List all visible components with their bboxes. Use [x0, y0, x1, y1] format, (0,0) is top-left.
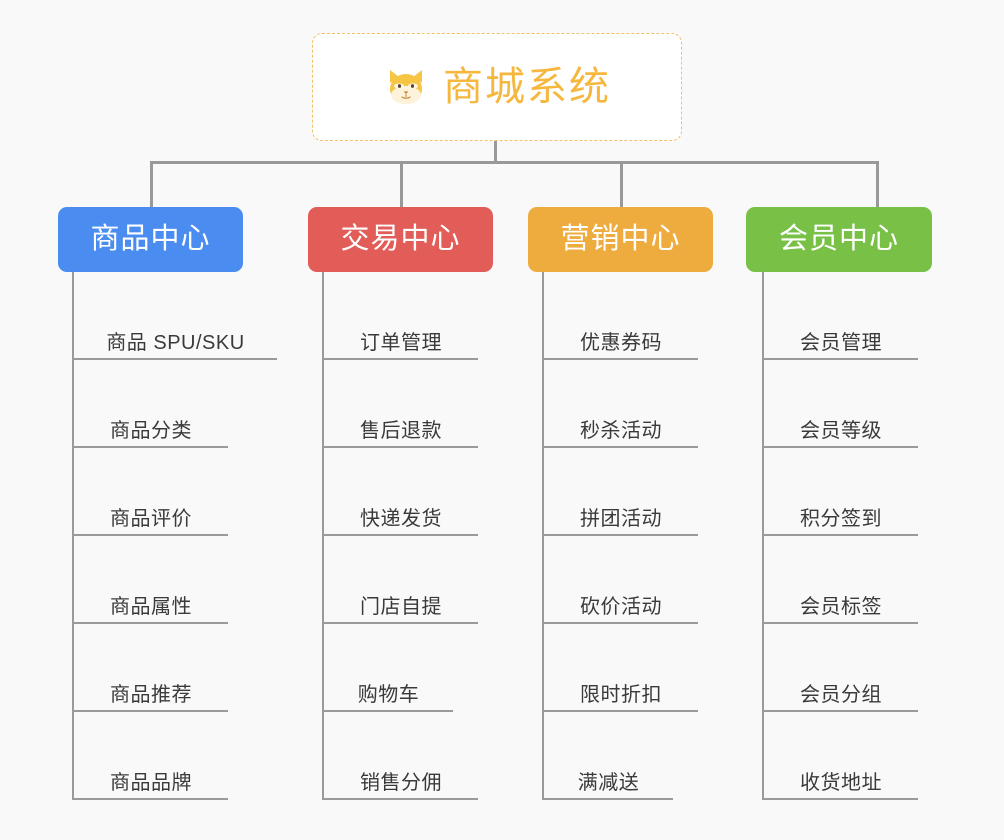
leaf-label: 会员管理	[800, 332, 882, 354]
leaf-label: 商品评价	[110, 508, 192, 530]
leaf-item[interactable]: 商品品牌	[72, 712, 228, 800]
leaf-item[interactable]: 会员标签	[762, 536, 918, 624]
category-label-4: 会员中心	[778, 223, 899, 255]
leaf-label: 售后退款	[360, 420, 442, 442]
leaf-item[interactable]: 会员等级	[762, 360, 918, 448]
category-box-3[interactable]: 营销中心	[528, 207, 713, 272]
leaf-label: 门店自提	[360, 596, 442, 618]
category-label-3: 营销中心	[560, 223, 681, 255]
leaf-item[interactable]: 门店自提	[322, 536, 478, 624]
leaf-item[interactable]: 售后退款	[322, 360, 478, 448]
root-node-mall-system[interactable]: 商城系统	[312, 33, 682, 141]
leaf-label: 商品分类	[110, 420, 192, 442]
root-node-title: 商城系统	[443, 65, 611, 109]
leaf-label: 商品 SPU/SKU	[106, 332, 245, 354]
leaf-item[interactable]: 会员管理	[762, 272, 918, 360]
leaf-label: 商品推荐	[110, 684, 192, 706]
leaf-item[interactable]: 秒杀活动	[542, 360, 698, 448]
leaf-item[interactable]: 商品推荐	[72, 624, 228, 712]
leaf-item[interactable]: 收货地址	[762, 712, 918, 800]
leaf-label: 积分签到	[800, 508, 882, 530]
connector-drop-3	[620, 161, 623, 208]
connector-drop-1	[150, 161, 153, 208]
category-label-2: 交易中心	[340, 223, 461, 255]
category-label-1: 商品中心	[90, 223, 211, 255]
leaf-label: 满减送	[577, 772, 640, 794]
connector-root-stem	[494, 141, 497, 163]
leaf-label: 会员等级	[800, 420, 882, 442]
leaf-label: 限时折扣	[580, 684, 662, 706]
leaf-item[interactable]: 快递发货	[322, 448, 478, 536]
leaf-spine-3	[542, 272, 544, 800]
leaf-item[interactable]: 会员分组	[762, 624, 918, 712]
leaf-item[interactable]: 订单管理	[322, 272, 478, 360]
leaf-item[interactable]: 商品评价	[72, 448, 228, 536]
leaf-label: 会员分组	[800, 684, 882, 706]
connector-horizontal-bus	[150, 161, 879, 164]
leaf-item[interactable]: 购物车	[322, 624, 453, 712]
connector-drop-4	[876, 161, 879, 208]
leaf-label: 砍价活动	[580, 596, 662, 618]
leaf-item[interactable]: 限时折扣	[542, 624, 698, 712]
leaf-item[interactable]: 销售分佣	[322, 712, 478, 800]
category-box-1[interactable]: 商品中心	[58, 207, 243, 272]
shiba-dog-face-icon	[383, 64, 429, 110]
leaf-label: 会员标签	[800, 596, 882, 618]
leaf-label: 购物车	[357, 684, 420, 706]
leaf-spine-2	[322, 272, 324, 800]
leaf-item[interactable]: 砍价活动	[542, 536, 698, 624]
leaf-item[interactable]: 商品分类	[72, 360, 228, 448]
leaf-label: 快递发货	[360, 508, 442, 530]
connector-drop-2	[400, 161, 403, 208]
leaf-spine-1	[72, 272, 74, 800]
leaf-spine-4	[762, 272, 764, 800]
leaf-label: 优惠券码	[580, 332, 662, 354]
leaf-label: 拼团活动	[580, 508, 662, 530]
leaf-item[interactable]: 商品 SPU/SKU	[72, 272, 277, 360]
leaf-label: 秒杀活动	[580, 420, 662, 442]
leaf-label: 商品品牌	[110, 772, 192, 794]
category-box-2[interactable]: 交易中心	[308, 207, 493, 272]
leaf-label: 商品属性	[110, 596, 192, 618]
leaf-item[interactable]: 满减送	[542, 712, 673, 800]
leaf-item[interactable]: 拼团活动	[542, 448, 698, 536]
leaf-item[interactable]: 优惠券码	[542, 272, 698, 360]
leaf-item[interactable]: 商品属性	[72, 536, 228, 624]
leaf-label: 销售分佣	[360, 772, 442, 794]
leaf-item[interactable]: 积分签到	[762, 448, 918, 536]
leaf-label: 订单管理	[360, 332, 442, 354]
category-box-4[interactable]: 会员中心	[746, 207, 932, 272]
leaf-label: 收货地址	[800, 772, 882, 794]
